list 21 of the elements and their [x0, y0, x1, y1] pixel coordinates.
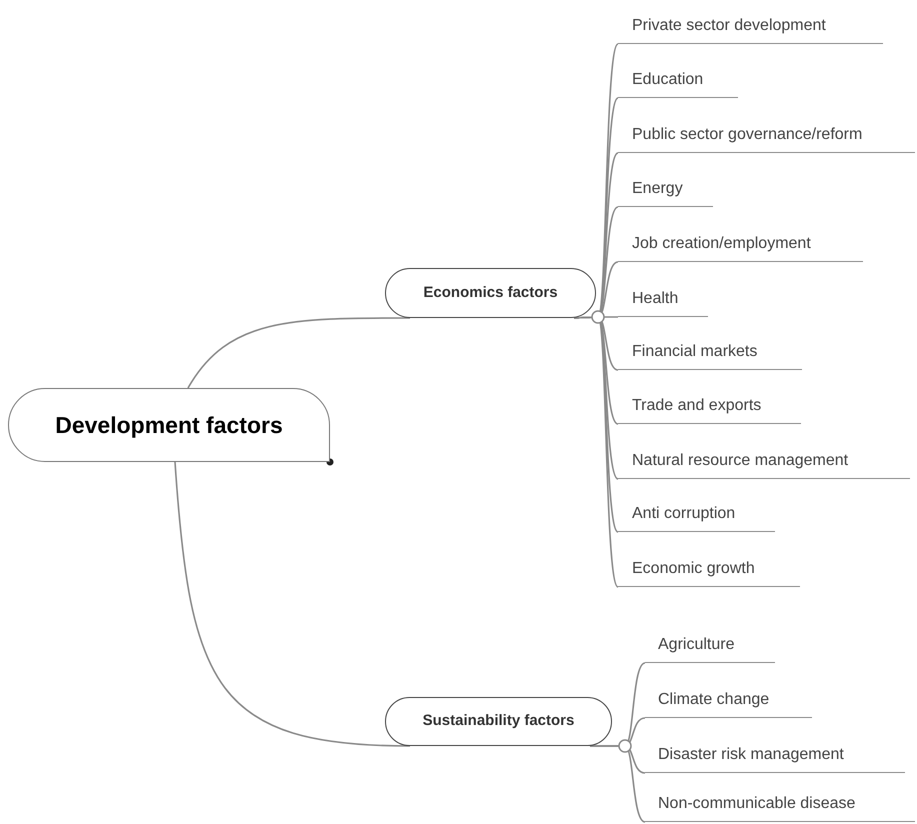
topic-pill: Economics factors	[385, 268, 596, 318]
subtopic: Financial markets	[618, 340, 802, 370]
subtopic: Climate change	[645, 688, 812, 718]
subtopic: Agriculture	[645, 633, 775, 663]
branch-line	[174, 462, 410, 747]
subtopic: Public sector governance/reform	[618, 123, 915, 153]
subtopic: Private sector development	[618, 14, 883, 44]
subtopic: Non-communicable disease	[645, 792, 915, 822]
subtopic: Economic growth	[618, 557, 800, 587]
subtopic: Energy	[618, 177, 713, 207]
branch-line	[187, 317, 410, 388]
subtopic: Trade and exports	[618, 394, 801, 424]
branch-line	[590, 745, 646, 823]
subtopic: Health	[618, 287, 708, 317]
subtopic: Education	[618, 68, 738, 98]
subtopic: Job creation/employment	[618, 232, 863, 262]
subtopic: Disaster risk management	[645, 743, 905, 773]
central-topic: Development factors	[8, 388, 330, 462]
topic-pill: Sustainability factors	[385, 697, 612, 746]
subtopic: Anti corruption	[618, 502, 775, 532]
subtopic: Natural resource management	[618, 449, 910, 479]
